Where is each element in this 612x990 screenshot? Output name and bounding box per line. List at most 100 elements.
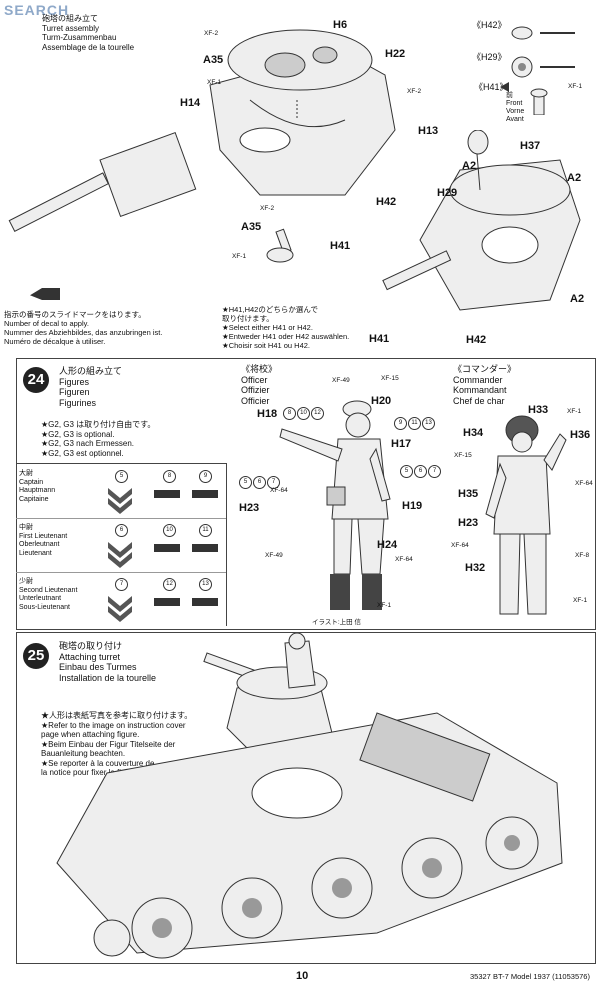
officer-jp: 《将校》 <box>241 364 278 374</box>
decal-number-circle: 7 <box>115 578 128 591</box>
title-fr: Figurines <box>59 397 97 408</box>
part-label-h41-bottom: H41 <box>369 333 390 345</box>
note-en-2: page when attaching figure. <box>41 730 140 739</box>
commander-figure-drawing <box>485 415 567 615</box>
note-en-1: ★Refer to the image on instruction cover <box>41 720 186 730</box>
product-code: 35327 BT-7 Model 1937 (11053576) <box>470 972 590 981</box>
title-jp: 砲塔の取り付け <box>59 641 123 651</box>
decal-number-circle: 6 <box>414 465 427 478</box>
rank-en: Captain <box>19 478 44 486</box>
paint-xf2-a: XF-2 <box>204 30 219 37</box>
officer-figure-drawing <box>279 400 391 610</box>
note-de-2: Bauanleitung beachten. <box>41 749 126 758</box>
step-25-section: 25 砲塔の取り付け Attaching turret Einbau des T… <box>16 632 596 964</box>
commander-part-h33: H33 <box>528 404 549 416</box>
step-24-title: 人形の組み立て Figures Figuren Figurines <box>59 366 122 408</box>
paint-xf64-belt: XF-64 <box>270 487 288 494</box>
note-jp: ★人形は表紙写真を参考に取り付けます。 <box>41 711 193 720</box>
part-label-h37: H37 <box>520 140 541 152</box>
part-label-h22: H22 <box>385 48 406 60</box>
decal-number-circle: 11 <box>408 417 421 430</box>
rank-row-first-lieutenant: 中尉 First Lieutenant Oberleutnant Lieuten… <box>16 518 226 573</box>
paint-xf49-cap: XF-49 <box>332 377 350 384</box>
step-25-notes: ★人形は表紙写真を参考に取り付けます。 ★Refer to the image … <box>41 711 192 778</box>
front-en: Front <box>506 100 523 107</box>
part-label-h6: H6 <box>333 19 348 31</box>
decal-note-en: Number of decal to apply. <box>4 319 89 328</box>
decal-number-circle: 13 <box>422 417 435 430</box>
paint-xf1-a: XF-1 <box>207 79 222 86</box>
commander-de: Kommandant <box>453 385 507 395</box>
paint-xf15: XF-15 <box>381 375 399 382</box>
paint-xf1-commander-boots: XF-1 <box>573 597 588 604</box>
page-number: 10 <box>296 970 309 982</box>
paint-xf8: XF-8 <box>575 552 590 559</box>
part-label-h42-top: H42 <box>376 196 397 208</box>
officer-heading: 《将校》 Officer Offizier Officier <box>241 364 277 406</box>
officer-en: Officer <box>241 374 268 385</box>
front-jp: 前 <box>506 92 513 99</box>
decal-number-circle: 10 <box>163 524 176 537</box>
rank-de: Oberleutnant <box>19 541 60 548</box>
choice-note: ★H41,H42のどちらか選んで 取り付けます。 ★Select either … <box>222 305 349 350</box>
paint-xf1-boots: XF-1 <box>377 602 392 609</box>
rank-row-second-lieutenant: 少尉 Second Lieutenant Unterleutnant Sous-… <box>16 572 226 626</box>
decal-number-circle: 5 <box>239 476 252 489</box>
detail-label-h29: 《H29》 <box>472 52 507 62</box>
commander-part-h23: H23 <box>458 517 479 529</box>
choice-note-en: ★Select either H41 or H42. <box>222 323 313 332</box>
choice-note-jp-1: ★H41,H42のどちらか選んで <box>222 305 318 314</box>
rank-jp: 少尉 <box>19 578 33 585</box>
part-label-a2-right: A2 <box>567 172 582 184</box>
officer-part-h18: H18 <box>257 408 278 420</box>
rank-jp: 中尉 <box>19 524 33 531</box>
rank-jp: 大尉 <box>19 470 33 477</box>
decal-number-circle: 6 <box>253 476 266 489</box>
paint-xf2-b: XF-2 <box>407 88 422 95</box>
commander-en: Commander <box>453 374 503 385</box>
rank-fr: Lieutenant <box>19 549 52 557</box>
choice-note-de: ★Entweder H41 oder H42 auswählen. <box>222 332 350 341</box>
officer-part-h20: H20 <box>371 395 392 407</box>
step-number-25: 25 <box>23 643 49 669</box>
part-label-h14: H14 <box>180 97 201 109</box>
note-de: ★G2, G3 nach Ermessen. <box>41 439 134 448</box>
note-fr-2: la notice pour fixer la figurine. <box>41 768 146 777</box>
part-label-h41-top: H41 <box>330 240 351 252</box>
decal-number-circle: 12 <box>163 578 176 591</box>
decal-number-circle: 10 <box>297 407 310 420</box>
rank-de: Hauptmann <box>19 487 56 494</box>
paint-xf15-face: XF-15 <box>454 452 472 459</box>
illustration-credit: イラスト:上田 信 <box>312 619 361 626</box>
front-fr: Avant <box>506 116 524 123</box>
step-23-title: 砲塔の組み立て Turret assembly Turm-Zusammenbau… <box>42 14 134 52</box>
title-jp: 砲塔の組み立て <box>42 14 98 23</box>
second-lieutenant-insignia-icon <box>108 596 218 622</box>
paint-xf49-pants: XF-49 <box>265 552 283 559</box>
decal-number-circle: 5 <box>400 465 413 478</box>
decal-number-circle: 13 <box>199 578 212 591</box>
rank-row-captain: 大尉 Captain Hauptmann Capitaine 5 8 9 <box>16 464 226 519</box>
note-de-1: ★Beim Einbau der Figur Titelseite der <box>41 739 176 749</box>
rank-en: First Lieutenant <box>19 532 68 540</box>
turret-top-drawing <box>382 130 581 311</box>
choice-note-fr: ★Choisir soit H41 ou H42. <box>222 341 311 350</box>
commander-jp: 《コマンダー》 <box>453 364 517 374</box>
captain-insignia-icon <box>108 488 218 514</box>
part-label-h29: H29 <box>437 187 458 199</box>
watermark: SEARCH <box>4 2 70 18</box>
paint-xf2-c: XF-2 <box>260 205 275 212</box>
rank-labels: 少尉 Second Lieutenant Unterleutnant Sous-… <box>19 578 77 612</box>
rank-en: Second Lieutenant <box>19 586 78 594</box>
paint-xf1-c: XF-1 <box>568 83 583 90</box>
officer-de: Offizier <box>241 385 270 395</box>
choice-note-jp-2: 取り付けます。 <box>222 314 274 323</box>
part-label-a2-bottom: A2 <box>570 293 585 305</box>
title-en: Turret assembly <box>42 23 100 33</box>
part-label-h42-bottom: H42 <box>466 334 487 346</box>
part-label-a35-bottom: A35 <box>241 221 262 233</box>
rank-insignia-table: 大尉 Captain Hauptmann Capitaine 5 8 9 中尉 … <box>16 463 227 626</box>
